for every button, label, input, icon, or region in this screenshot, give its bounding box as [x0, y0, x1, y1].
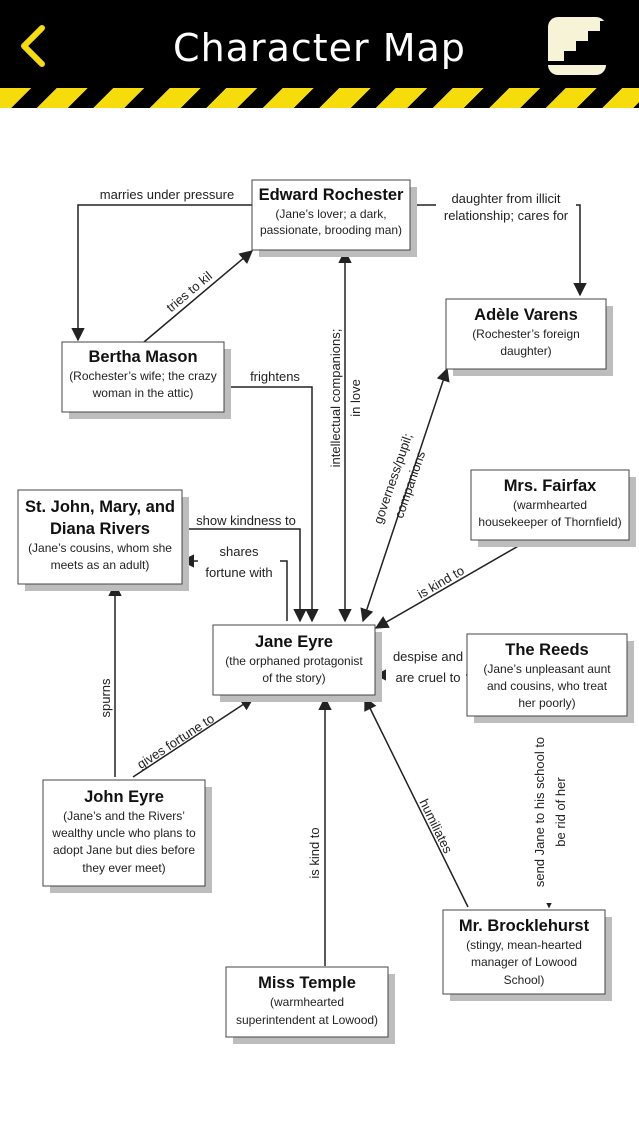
node-desc: they ever meet): [82, 861, 165, 875]
node-desc: (stingy, mean-hearted: [466, 938, 582, 952]
node-desc: (Rochester’s wife; the crazy: [69, 369, 217, 383]
node-desc: (Jane’s and the Rivers’: [63, 809, 185, 823]
edge-label-intellectual-2: in love: [348, 379, 363, 417]
node-desc: daughter): [500, 344, 551, 358]
character-map: marries under pressure daughter from ill…: [17, 179, 636, 1044]
chevron-left-icon: [21, 25, 45, 67]
node-title: Mr. Brocklehurst: [459, 917, 590, 935]
menu-button[interactable]: [546, 15, 608, 77]
edge-label-marries: marries under pressure: [100, 187, 234, 202]
node-title: John Eyre: [84, 788, 164, 806]
edge-label-temple-kind: is kind to: [307, 827, 322, 878]
node-title: The Reeds: [505, 641, 588, 659]
node-desc: her poorly): [518, 696, 575, 710]
node-title: Mrs. Fairfax: [504, 477, 597, 495]
edge-governess: [360, 367, 450, 623]
edge-label-daughter-1: daughter from illicit: [451, 191, 560, 206]
edge-label-shares-1: shares: [219, 544, 259, 559]
node-rivers: St. John, Mary, and Diana Rivers (Jane’s…: [17, 489, 189, 591]
node-desc: meets as an adult): [51, 558, 150, 572]
node-desc: housekeeper of Thornfield): [478, 515, 621, 529]
node-fairfax: Mrs. Fairfax (warmhearted housekeeper of…: [470, 469, 636, 547]
node-title: Bertha Mason: [88, 348, 197, 366]
edge-gives-fortune: [132, 697, 255, 778]
back-button[interactable]: [12, 22, 56, 70]
app-header: Character Map: [0, 0, 639, 108]
node-desc: superintendent at Lowood): [236, 1013, 378, 1027]
edge-label-despise-1: despise and: [393, 649, 463, 664]
node-desc: (warmhearted: [513, 498, 587, 512]
node-desc: woman in the attic): [92, 386, 194, 400]
node-reeds: The Reeds (Jane’s unpleasant aunt and co…: [466, 633, 634, 723]
node-desc: wealthy uncle who plans to: [51, 826, 196, 840]
edge-label-tries-kill: tries to kil: [163, 268, 215, 315]
node-title: Diana Rivers: [50, 520, 150, 538]
page-title: Character Map: [173, 26, 466, 70]
node-desc: (Jane’s lover; a dark,: [275, 207, 386, 221]
edge-label-daughter-2: relationship; cares for: [444, 208, 569, 223]
node-desc: manager of Lowood: [471, 955, 577, 969]
stairs-icon: [548, 17, 606, 75]
edge-label-frightens: frightens: [250, 369, 300, 384]
edge-label-shares-2: fortune with: [205, 565, 272, 580]
edge-tries-kill: [143, 250, 254, 343]
node-desc: (Jane’s unpleasant aunt: [483, 662, 611, 676]
node-desc: (Jane’s cousins, whom she: [28, 541, 172, 555]
edge-humiliates: [364, 696, 469, 908]
node-desc: (the orphaned protagonist: [225, 654, 363, 668]
node-title: Miss Temple: [258, 974, 356, 992]
edge-label-send-jane-2: be rid of her: [553, 777, 568, 847]
edge-label-despise-2: are cruel to: [395, 670, 460, 685]
node-title: Edward Rochester: [259, 186, 404, 204]
node-title: Jane Eyre: [255, 633, 333, 651]
node-desc: passionate, brooding man): [260, 223, 402, 237]
edge-fairfax-kind: [374, 540, 528, 629]
node-adele: Adèle Varens (Rochester’s foreign daught…: [445, 298, 613, 376]
node-john: John Eyre (Jane’s and the Rivers’ wealth…: [42, 779, 212, 893]
node-title: Adèle Varens: [474, 306, 578, 324]
edge-label-gives-fortune: gives fortune to: [134, 711, 217, 772]
node-title: St. John, Mary, and: [25, 498, 175, 516]
node-rochester: Edward Rochester (Jane’s lover; a dark, …: [251, 179, 417, 257]
edge-label-spurns: spurns: [98, 678, 113, 718]
node-desc: of the story): [262, 671, 325, 685]
node-desc: School): [504, 973, 545, 987]
edge-label-intellectual-1: intellectual companions;: [328, 329, 343, 468]
edge-frightens: [224, 386, 319, 623]
edge-kindness: [182, 528, 307, 623]
node-jane: Jane Eyre (the orphaned protagonist of t…: [212, 624, 382, 702]
edge-label-humiliates: humiliates: [416, 796, 455, 856]
edge-label-kindness: show kindness to: [196, 513, 296, 528]
hazard-stripe: [0, 88, 639, 108]
node-brocklehurst: Mr. Brocklehurst (stingy, mean-hearted m…: [442, 909, 612, 1001]
node-bertha: Bertha Mason (Rochester’s wife; the craz…: [61, 341, 231, 419]
edge-marries: [71, 204, 252, 342]
edge-label-send-jane-1: send Jane to his school to: [532, 737, 547, 887]
node-desc: adopt Jane but dies before: [53, 843, 195, 857]
node-desc: (warmhearted: [270, 995, 344, 1009]
edge-label-fairfax-kind: is kind to: [415, 563, 467, 602]
node-temple: Miss Temple (warmhearted superintendent …: [225, 966, 395, 1044]
node-desc: (Rochester’s foreign: [472, 327, 580, 341]
node-desc: and cousins, who treat: [487, 679, 608, 693]
